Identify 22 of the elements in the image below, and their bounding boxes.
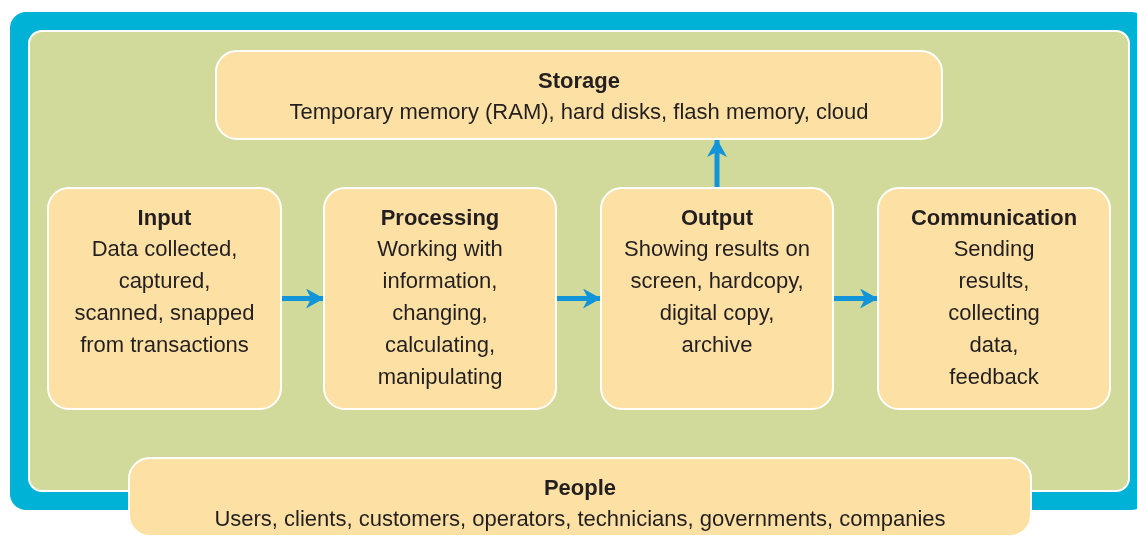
arrow — [282, 288, 324, 309]
box-heading: Output — [680, 204, 754, 232]
process-box — [47, 187, 282, 410]
box-description: Showing results on screen, hardcopy, digital copy, archive — [623, 235, 811, 359]
process-box — [215, 50, 943, 140]
process-box — [128, 457, 1032, 537]
box-heading: Processing — [380, 204, 500, 232]
arrow — [557, 288, 601, 309]
box-heading: People — [543, 474, 617, 502]
process-box — [877, 187, 1111, 410]
box-heading: Communication — [910, 204, 1078, 232]
box-heading: Input — [137, 204, 192, 232]
box-description: Working with information, changing, calculating, manipulating — [376, 235, 504, 391]
box-description: Sending results, collecting data, feedback — [947, 235, 1041, 391]
box-description: Data collected, captured, scanned, snapped from transactions — [73, 235, 256, 359]
arrow — [707, 139, 727, 187]
box-heading: Storage — [538, 67, 620, 95]
process-box — [600, 187, 834, 410]
box-description: Users, clients, customers, operators, technicians, governments, companies — [214, 505, 946, 533]
process-box — [323, 187, 557, 410]
arrow — [834, 288, 878, 309]
box-description: Temporary memory (RAM), hard disks, flash memory, cloud — [289, 98, 869, 126]
